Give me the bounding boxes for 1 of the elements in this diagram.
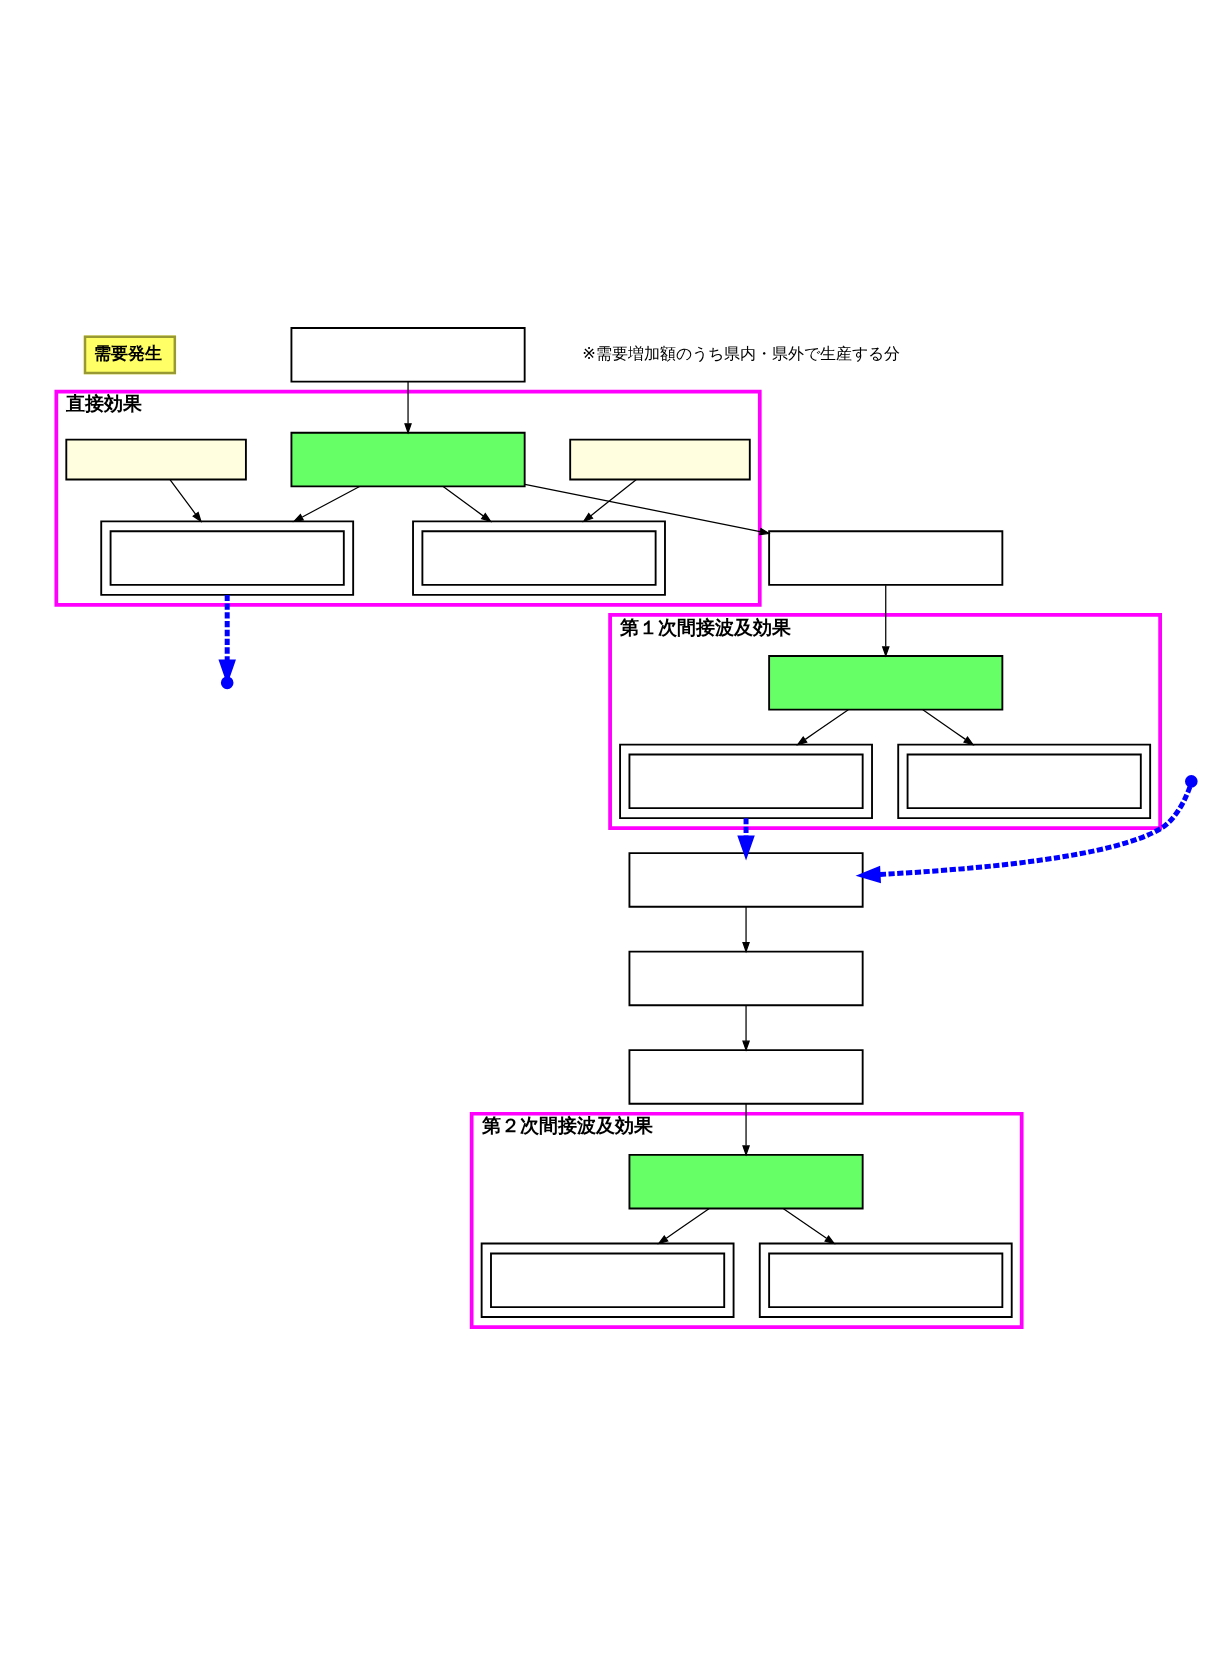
label: ※需要増加額のうち県内・県外で生産する分 <box>582 343 900 363</box>
